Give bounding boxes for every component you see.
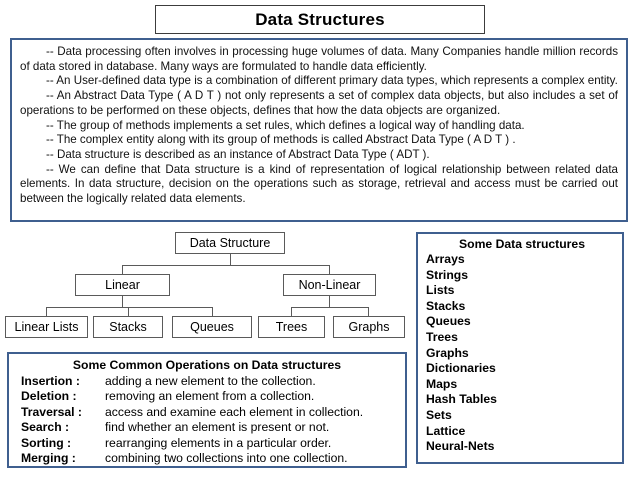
- intro-paragraph: -- We can define that Data structure is …: [20, 162, 618, 206]
- tree-node-stacks: Stacks: [93, 316, 163, 338]
- operation-description: find whether an element is present or no…: [105, 420, 330, 435]
- operation-row: Sorting : rearranging elements in a part…: [15, 436, 399, 451]
- operation-row: Search : find whether an element is pres…: [15, 420, 399, 435]
- operation-description: adding a new element to the collection.: [105, 374, 316, 388]
- common-operations-panel: Some Common Operations on Data structure…: [7, 352, 407, 468]
- tree-node-linear: Linear: [75, 274, 170, 296]
- operation-description: combining two collections into one colle…: [105, 451, 348, 466]
- operation-label: Insertion :: [21, 374, 80, 388]
- tree-connector-root-stem: [230, 254, 231, 265]
- list-item: Dictionaries: [426, 361, 496, 376]
- data-structures-list-panel: Some Data structures Arrays Strings List…: [416, 232, 624, 464]
- page-title: Data Structures: [255, 9, 385, 29]
- list-item: Queues: [426, 314, 471, 329]
- operation-label: Sorting :: [21, 435, 72, 450]
- tree-connector-level1-bus: [122, 265, 330, 266]
- intro-paragraph-list: -- Data processing often involves in pro…: [20, 45, 618, 207]
- list-item: Strings: [426, 267, 468, 282]
- intro-paragraph: -- Data structure is described as an ins…: [46, 147, 430, 161]
- tree-node-trees: Trees: [258, 316, 325, 338]
- tree-node-nonlinear: Non-Linear: [283, 274, 376, 296]
- data-structures-list-title: Some Data structures: [459, 237, 585, 251]
- operation-row: Merging : combining two collections into…: [15, 451, 399, 466]
- tree-connector-to-linear: [122, 265, 123, 274]
- operation-description: access and examine each element in colle…: [105, 404, 364, 419]
- intro-paragraph: -- Data processing often involves in pro…: [20, 45, 618, 73]
- tree-node-linear-lists: Linear Lists: [5, 316, 88, 338]
- list-item: Lattice: [426, 423, 466, 438]
- list-item: Lists: [426, 283, 455, 298]
- operation-description: rearranging elements in a particular ord…: [105, 435, 332, 450]
- tree-connector-linear-stem: [122, 296, 123, 307]
- page-title-box: Data Structures: [155, 5, 485, 34]
- operation-label: Search :: [21, 420, 70, 435]
- list-item: Trees: [426, 329, 458, 344]
- tree-connector-to-trees: [291, 307, 292, 316]
- list-item: Sets: [426, 407, 452, 422]
- intro-paragraph: -- An Abstract Data Type ( A D T ) not o…: [20, 89, 618, 117]
- list-item: Neural-Nets: [426, 439, 495, 454]
- operation-description: removing an element from a collection.: [105, 389, 315, 404]
- intro-paragraph: -- An User-defined data type is a combin…: [46, 74, 618, 88]
- tree-connector-linear-bus: [46, 307, 213, 308]
- tree-connector-to-queues: [212, 307, 213, 316]
- operation-label: Merging :: [21, 451, 76, 466]
- list-item: Stacks: [426, 298, 466, 313]
- tree-connector-to-stacks: [128, 307, 129, 316]
- tree-connector-nonlinear-bus: [291, 307, 368, 308]
- operation-row: Traversal : access and examine each elem…: [15, 405, 399, 420]
- common-operations-title: Some Common Operations on Data structure…: [72, 358, 342, 372]
- operation-row: Deletion : removing an element from a co…: [15, 389, 399, 404]
- tree-node-root: Data Structure: [175, 232, 285, 254]
- intro-text-panel: -- Data processing often involves in pro…: [10, 38, 628, 222]
- operation-row: Insertion : adding a new element to the …: [15, 374, 399, 389]
- intro-paragraph: -- The complex entity along with its gro…: [46, 133, 516, 147]
- list-item: Maps: [426, 376, 458, 391]
- intro-paragraph: -- The group of methods implements a set…: [46, 118, 525, 132]
- operation-label: Traversal :: [21, 404, 82, 419]
- tree-node-queues: Queues: [172, 316, 252, 338]
- tree-connector-nonlinear-stem: [329, 296, 330, 307]
- tree-connector-to-graphs: [368, 307, 369, 316]
- operation-label: Deletion :: [21, 389, 77, 404]
- tree-node-graphs: Graphs: [333, 316, 405, 338]
- list-item: Hash Tables: [426, 392, 497, 407]
- list-item: Graphs: [426, 345, 469, 360]
- list-item: Arrays: [426, 252, 465, 266]
- tree-connector-to-nonlinear: [329, 265, 330, 274]
- tree-connector-to-linear-lists: [46, 307, 47, 316]
- data-structure-tree-diagram: Data Structure Linear Non-Linear Linear …: [0, 225, 410, 345]
